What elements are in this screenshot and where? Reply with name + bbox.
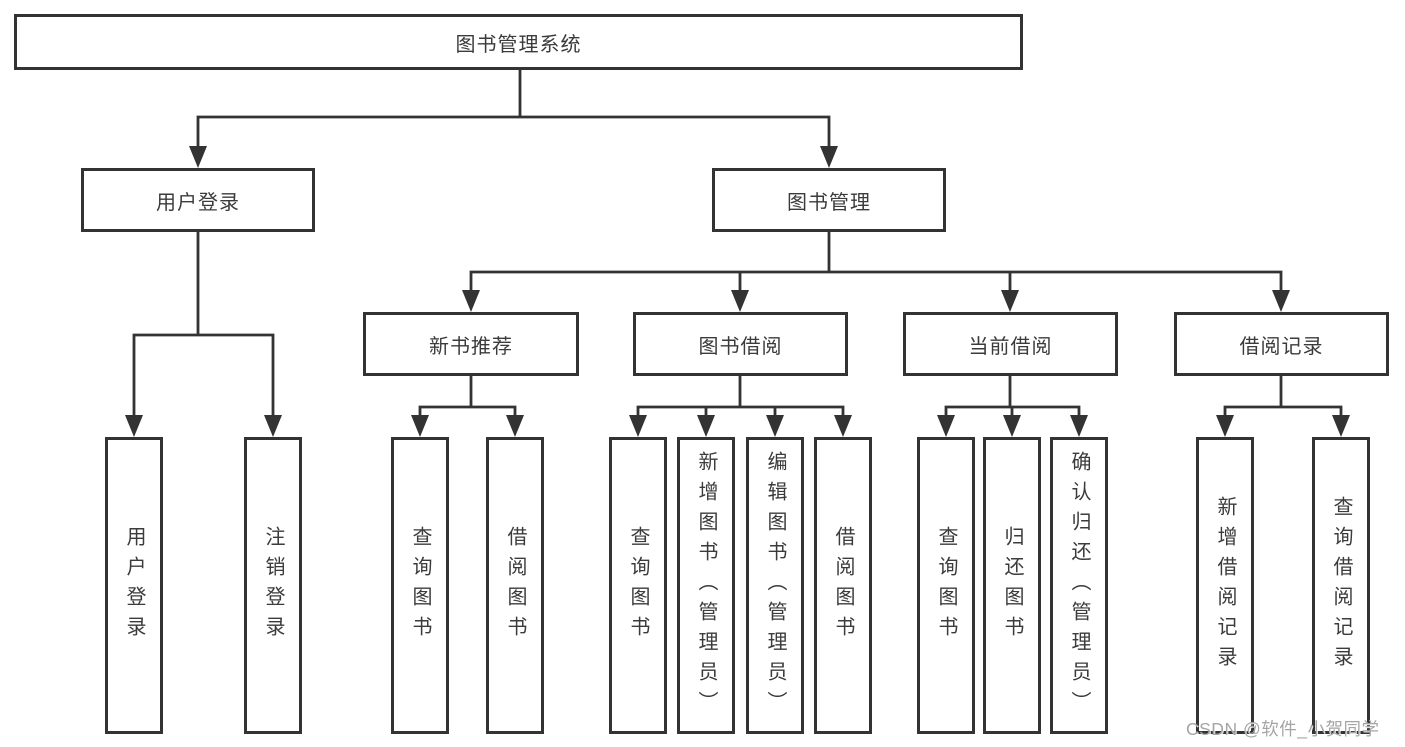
node-current-borrow-label: 当前借阅 [968, 335, 1053, 358]
watermark-text: CSDN @软件_小贺同学 [1186, 719, 1380, 739]
leaf-records-query: 查询借阅记录 [1312, 437, 1370, 734]
leaf-borrow-borrow-label: 借阅图书 [832, 525, 854, 646]
node-current-borrow: 当前借阅 [903, 312, 1118, 376]
leaf-newbooks-borrow-label: 借阅图书 [504, 525, 526, 646]
leaf-user-login: 用户登录 [105, 437, 163, 734]
leaf-borrow-add-admin: 新增图书（管理员） [677, 437, 735, 734]
leaf-user-login-label: 用户登录 [123, 525, 145, 646]
leaf-current-confirm-admin: 确认归还（管理员） [1050, 437, 1108, 734]
leaf-borrow-borrow: 借阅图书 [814, 437, 872, 734]
node-root: 图书管理系统 [14, 14, 1023, 70]
node-user-login: 用户登录 [81, 168, 315, 232]
leaf-current-query: 查询图书 [917, 437, 975, 734]
leaf-borrow-edit-admin-label: 编辑图书（管理员） [764, 450, 786, 721]
leaf-borrow-query-label: 查询图书 [627, 525, 649, 646]
leaf-borrow-query: 查询图书 [609, 437, 667, 734]
node-book-management: 图书管理 [712, 168, 946, 232]
node-new-books-label: 新书推荐 [429, 335, 513, 358]
node-borrow-records: 借阅记录 [1174, 312, 1389, 376]
leaf-records-add: 新增借阅记录 [1196, 437, 1254, 734]
node-root-label: 图书管理系统 [455, 33, 582, 56]
leaf-current-confirm-admin-label: 确认归还（管理员） [1068, 450, 1090, 721]
connector-stems [132, 68, 1343, 421]
leaf-newbooks-borrow: 借阅图书 [486, 437, 544, 734]
arrowheads [125, 146, 1350, 437]
node-borrow-records-label: 借阅记录 [1239, 335, 1324, 358]
leaf-current-query-label: 查询图书 [935, 525, 957, 646]
leaf-records-query-label: 查询借阅记录 [1330, 495, 1352, 676]
leaf-current-return: 归还图书 [983, 437, 1041, 734]
leaf-logout-label: 注销登录 [262, 525, 284, 646]
leaf-current-return-label: 归还图书 [1001, 525, 1023, 646]
node-user-login-label: 用户登录 [156, 191, 240, 214]
node-book-management-label: 图书管理 [787, 191, 871, 214]
leaf-newbooks-query-label: 查询图书 [409, 525, 431, 646]
leaf-borrow-add-admin-label: 新增图书（管理员） [695, 450, 717, 721]
node-book-borrow: 图书借阅 [633, 312, 848, 376]
leaf-records-add-label: 新增借阅记录 [1214, 495, 1236, 676]
node-new-books: 新书推荐 [363, 312, 579, 376]
leaf-logout: 注销登录 [244, 437, 302, 734]
leaf-newbooks-query: 查询图书 [391, 437, 449, 734]
leaf-borrow-edit-admin: 编辑图书（管理员） [746, 437, 804, 734]
node-book-borrow-label: 图书借阅 [698, 335, 783, 358]
